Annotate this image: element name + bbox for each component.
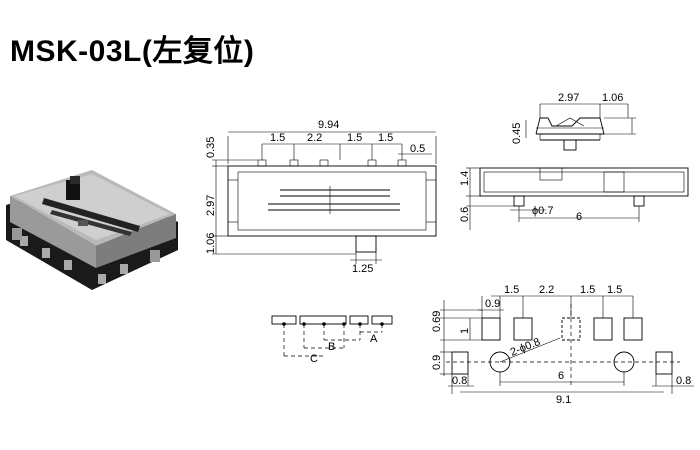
dim-height-pin: 0.35 xyxy=(205,137,217,158)
dim-peg-spacing: 6 xyxy=(576,211,582,223)
dim-peg-dia: ϕ0.7 xyxy=(532,205,553,217)
dim-height-lower: 1.06 xyxy=(205,233,217,254)
dim-fp-pitch-2: 2.2 xyxy=(539,284,554,296)
dim-pad-height: 1 xyxy=(459,328,471,334)
dim-fp-pitch-1: 1.5 xyxy=(504,284,519,296)
end-view-drawing: 2.97 1.06 0.45 xyxy=(511,92,636,151)
dim-mount-pad-right: 0.8 xyxy=(676,375,691,387)
dim-pad-gap: 0.69 xyxy=(431,311,443,332)
circuit-label-b: B xyxy=(328,341,335,353)
top-view-drawing: 9.94 1.5 2.2 1.5 1.5 0.5 0.35 2.97 1.06 … xyxy=(205,119,437,275)
dim-end-height: 0.45 xyxy=(511,123,523,144)
pcb-footprint: 0.9 1.5 2.2 1.5 1.5 0.69 1 2-ϕ0.8 0.9 0.… xyxy=(431,284,694,406)
dim-knob-width: 1.25 xyxy=(352,263,373,275)
circuit-label-c: C xyxy=(310,353,318,365)
dim-fp-pitch-4: 1.5 xyxy=(607,284,622,296)
dim-overall-width: 9.94 xyxy=(318,119,339,131)
dim-hole-spacing: 6 xyxy=(558,370,564,382)
dim-overall-span: 9.1 xyxy=(556,394,571,406)
circuit-schematic: A B C xyxy=(271,315,393,365)
dim-side-height: 1.4 xyxy=(459,171,471,186)
dim-pin-width: 0.5 xyxy=(410,143,425,155)
circuit-label-a: A xyxy=(370,333,378,345)
dim-pitch-4: 1.5 xyxy=(378,132,393,144)
product-photo xyxy=(6,170,178,290)
dim-mount-pad-left: 0.8 xyxy=(452,375,467,387)
side-view-drawing: 1.4 0.6 ϕ0.7 6 xyxy=(459,167,689,230)
dim-fp-pitch-3: 1.5 xyxy=(580,284,595,296)
product-title: MSK-03L(左复位) xyxy=(10,35,255,68)
dim-pitch-1: 1.5 xyxy=(270,132,285,144)
dim-end-width: 2.97 xyxy=(558,92,579,104)
dim-pitch-2: 2.2 xyxy=(307,132,322,144)
dim-end-knob: 1.06 xyxy=(602,92,623,104)
dim-pad-width: 0.9 xyxy=(485,298,500,310)
dim-pitch-3: 1.5 xyxy=(347,132,362,144)
dim-height-body: 2.97 xyxy=(205,195,217,216)
dim-peg-offset: 0.6 xyxy=(459,207,471,222)
dim-row-offset: 0.9 xyxy=(431,355,443,370)
